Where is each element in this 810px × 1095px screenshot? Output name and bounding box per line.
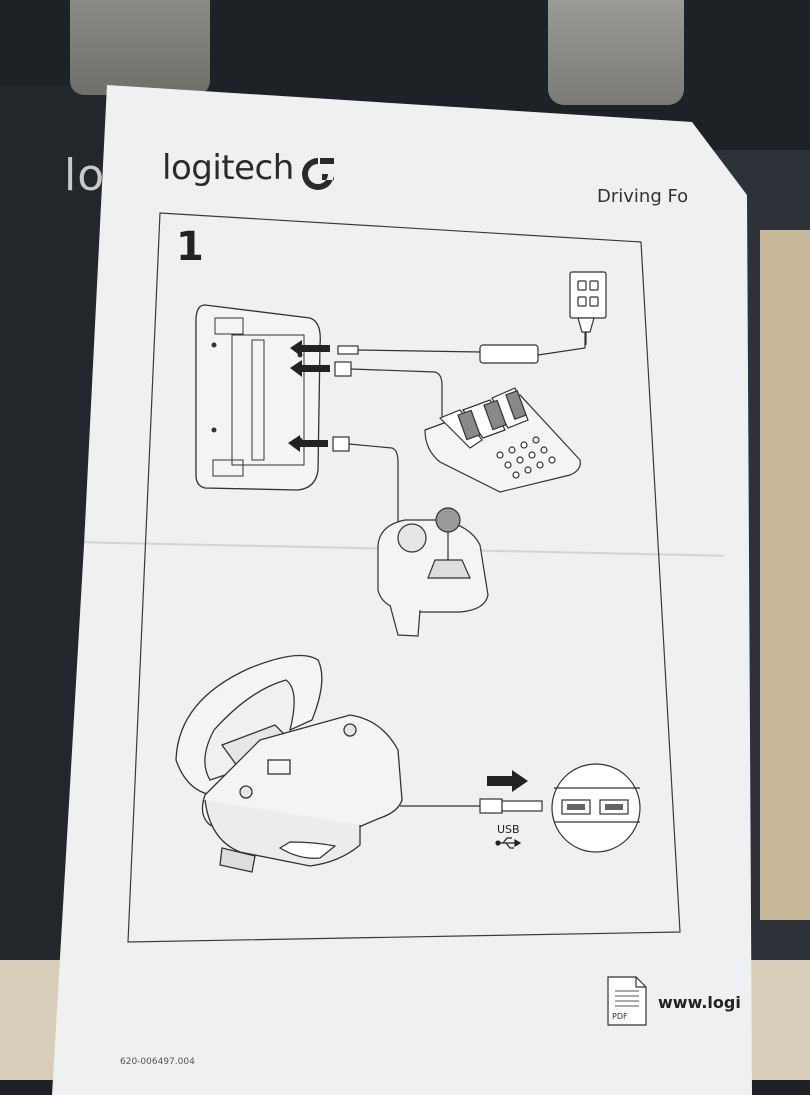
website-url: www.logitec (658, 993, 740, 1012)
usb-label: USB (497, 823, 520, 836)
pedals-drawing (424, 387, 581, 493)
connection-arrows (288, 340, 330, 452)
usb-symbol-icon (495, 837, 522, 849)
usb-cable-drawing (400, 770, 543, 814)
cables (332, 315, 586, 528)
pedal-right (548, 0, 684, 105)
wheel-rear-panel-drawing (195, 304, 321, 491)
steering-wheel-drawing (175, 654, 403, 873)
logitech-g-icon (302, 158, 334, 190)
step-number: 1 (176, 224, 204, 270)
part-number: 620-006497.004 (120, 1057, 195, 1067)
pdf-document-icon (607, 976, 647, 1026)
wall-outlet-drawing (569, 271, 607, 345)
fabric-edge (760, 230, 810, 920)
shifter-drawing (377, 507, 489, 637)
usb-port-callout (551, 763, 641, 853)
pedal-left (70, 0, 210, 95)
box-brand-text: lo (64, 150, 106, 201)
logitech-logo: logitech (162, 148, 294, 188)
pdf-label: PDF (612, 1012, 628, 1021)
document-title: Driving Fo (597, 186, 689, 207)
